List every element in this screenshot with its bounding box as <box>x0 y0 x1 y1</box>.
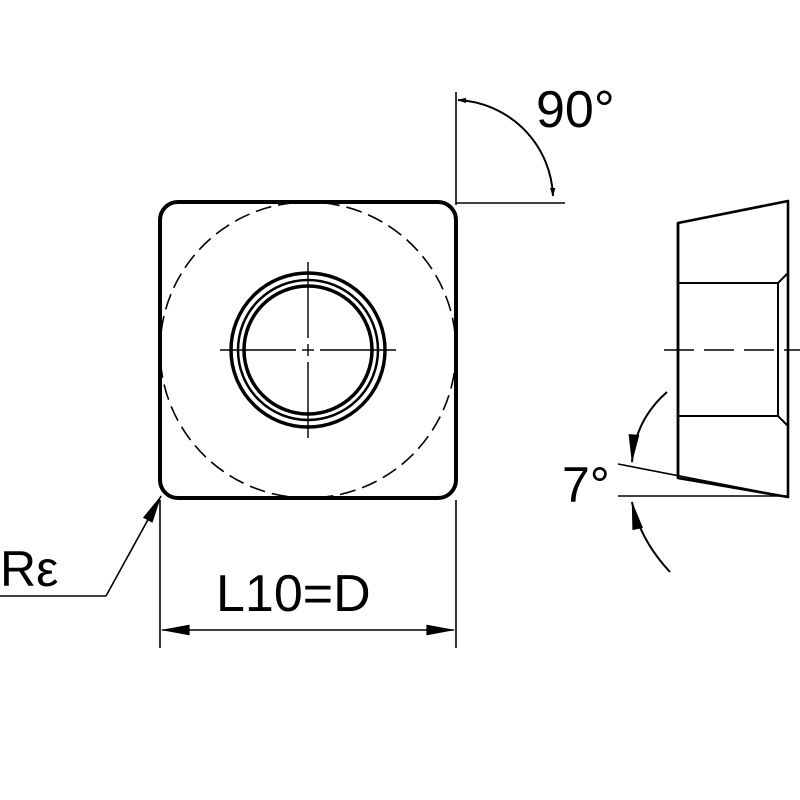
top-view <box>158 200 458 500</box>
angle-90-label: 90° <box>536 81 615 139</box>
angle-90-dimension <box>455 92 565 205</box>
centerline-cross <box>220 262 396 438</box>
side-view <box>664 199 800 499</box>
inscribed-circle <box>159 201 457 499</box>
corner-radius-label: Rε <box>0 541 58 597</box>
corner-radius-leader <box>0 494 162 597</box>
angle-7-dimension <box>617 391 789 573</box>
angle-7-label: 7° <box>562 457 610 513</box>
length-dimension <box>159 500 457 648</box>
length-label: L10=D <box>216 565 371 623</box>
